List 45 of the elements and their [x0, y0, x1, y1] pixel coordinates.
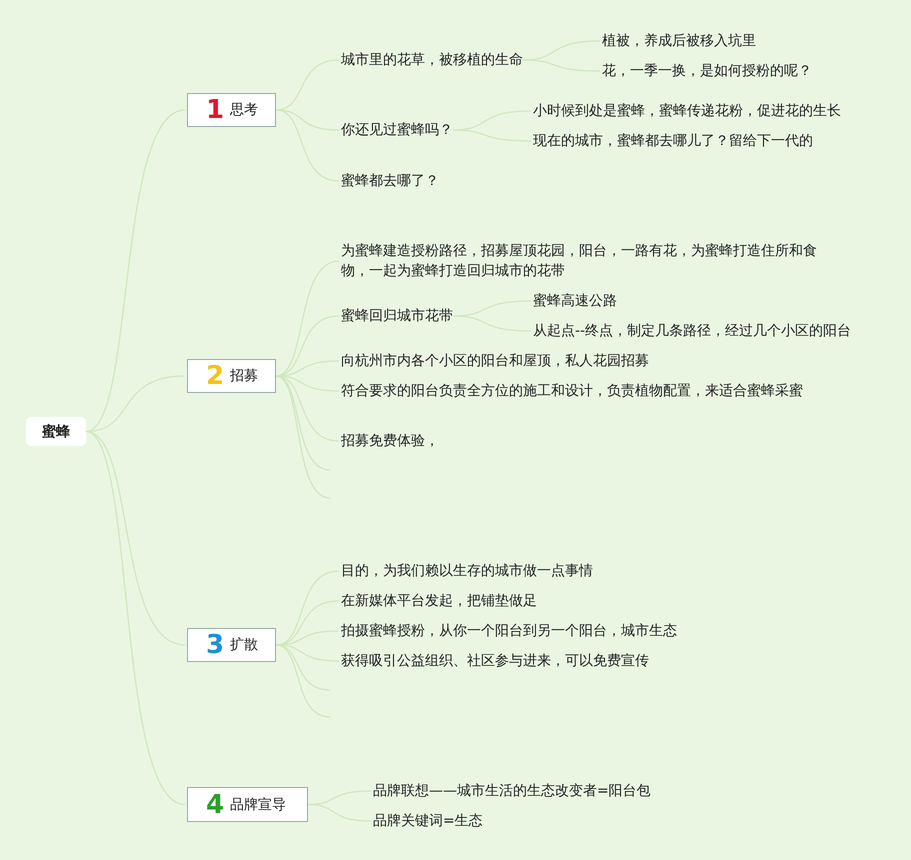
- branch-line: [276, 59, 340, 111]
- branch-line: [86, 430, 186, 646]
- subtopic-text: 花，一季一换，是如何授粉的呢？: [602, 61, 812, 81]
- subtopic-text: 从起点--终点，制定几条路径，经过几个小区的阳台: [533, 321, 852, 341]
- branch-line: [276, 109, 340, 182]
- subtopic-text: 符合要求的阳台负责全方位的施工和设计，负责植物配置，来适合蜜蜂采蜜: [341, 381, 821, 401]
- branch-line: [276, 260, 340, 377]
- branch-line: [276, 375, 330, 499]
- subtopic-text: 目的，为我们赖以生存的城市做一点事情: [341, 561, 593, 581]
- step-number: 1: [206, 97, 224, 123]
- branch-line: [522, 59, 600, 72]
- subtopic-text: 获得吸引公益组织、社区参与进来，可以免费宣传: [341, 651, 649, 671]
- subtopic-text: 向杭州市内各个小区的阳台和屋顶，私人花园招募: [341, 351, 649, 371]
- subtopic-text: 在新媒体平台发起，把铺垫做足: [341, 591, 537, 611]
- branch-line: [308, 804, 372, 822]
- subtopic-text: 城市里的花草，被移植的生命: [341, 50, 523, 70]
- topic-box: [187, 787, 308, 822]
- subtopic-text: 为蜜蜂建造授粉路径，招募屋顶花园，阳台，一路有花，为蜜蜂打造住所和食物，一起为蜜蜂打造回归城市的花带: [341, 241, 831, 281]
- topic-box: [187, 359, 276, 393]
- branch-line: [452, 129, 532, 142]
- step-number: 4: [206, 792, 224, 818]
- topic-label: 扩散: [230, 636, 258, 654]
- branch-line: [452, 315, 532, 332]
- subtopic-text: 拍摄蜜蜂授粉，从你一个阳台到另一个阳台，城市生态: [341, 621, 677, 641]
- subtopic-text: 蜜蜂回归城市花带: [341, 306, 453, 326]
- topic-label: 招募: [230, 367, 258, 385]
- branch-line: [86, 430, 186, 806]
- branch-line: [276, 600, 340, 646]
- subtopic-text: 蜜蜂都去哪了？: [341, 171, 439, 191]
- subtopic-text: 小时候到处是蜜蜂，蜜蜂传递花粉，促进花的生长: [533, 101, 841, 121]
- topic-box: [187, 93, 276, 127]
- topic-box: [187, 628, 276, 662]
- subtopic-text: 现在的城市，蜜蜂都去哪儿了？留给下一代的: [533, 131, 813, 151]
- subtopic-text: 你还见过蜜蜂吗？: [341, 120, 453, 140]
- topic-label: 品牌宣导: [230, 796, 286, 814]
- subtopic-text: 品牌联想——城市生活的生态改变者=阳台包: [373, 781, 651, 801]
- subtopic-text: 植被，养成后被移入坑里: [602, 31, 756, 51]
- root-topic-box: 蜜蜂: [26, 417, 86, 446]
- branch-line: [86, 109, 186, 432]
- subtopic-text: 招募免费体验，: [341, 431, 439, 451]
- step-number: 3: [206, 632, 224, 658]
- subtopic-text: 品牌关键词=生态: [373, 811, 483, 831]
- step-number: 2: [206, 363, 224, 389]
- topic-label: 思考: [230, 101, 258, 119]
- subtopic-text: 蜜蜂高速公路: [533, 291, 617, 311]
